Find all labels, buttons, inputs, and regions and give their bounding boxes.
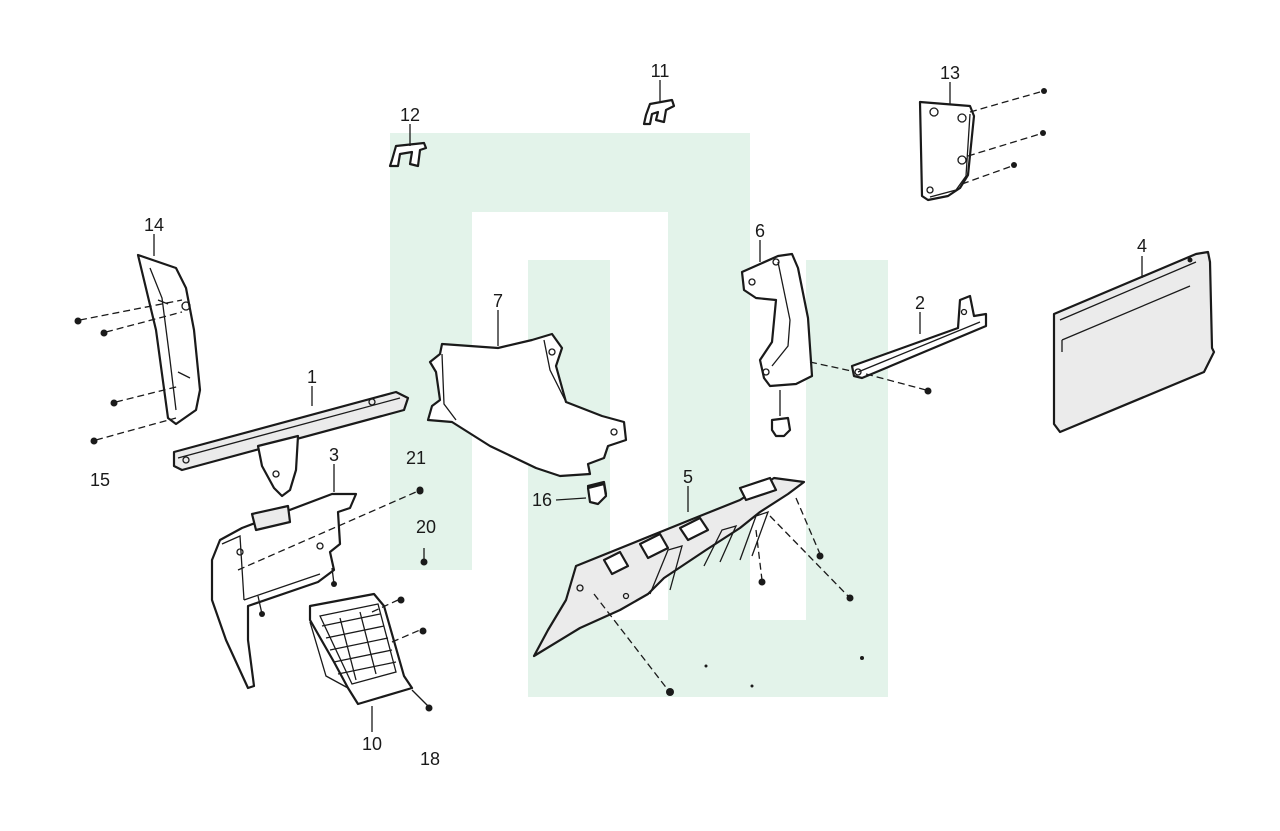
part-5-lower-trim [532,476,864,696]
callout-7: 7 [493,291,503,311]
callout-15: 15 [90,470,110,490]
part-6-side-bracket [740,252,857,438]
callout-20: 20 [416,517,436,537]
callout-21: 21 [406,448,426,468]
part-16-clip [586,482,608,506]
callout-14: 14 [144,215,164,235]
callout-4: 4 [1137,236,1147,256]
callout-12: 12 [400,105,420,125]
part-4-panel [1052,250,1216,434]
callout-18: 18 [420,749,440,769]
callout-leaders [153,80,1143,732]
callout-16: 16 [532,490,552,510]
callout-5: 5 [683,467,693,487]
part-20-screw [420,548,428,566]
callout-3: 3 [329,445,339,465]
callout-6: 6 [755,221,765,241]
callout-13: 13 [940,63,960,83]
part-10-grille [308,592,433,712]
part-12-clip [388,141,428,168]
callout-labels: 1 2 3 4 5 6 7 10 11 12 13 14 15 16 18 20… [90,61,1147,769]
callout-11: 11 [651,61,670,81]
callout-2: 2 [915,293,925,313]
part-11-clip [642,98,676,126]
part-1-support-rail [172,390,410,498]
callout-10: 10 [362,734,382,754]
watermark-inner [528,260,888,697]
part-13-panel [918,88,1047,202]
part-3-lower-bracket [210,486,424,690]
callout-1: 1 [307,367,317,387]
part-14-side-panel [74,253,202,445]
part-2-mounting-strip [850,294,988,395]
part-21-screw [416,487,424,495]
